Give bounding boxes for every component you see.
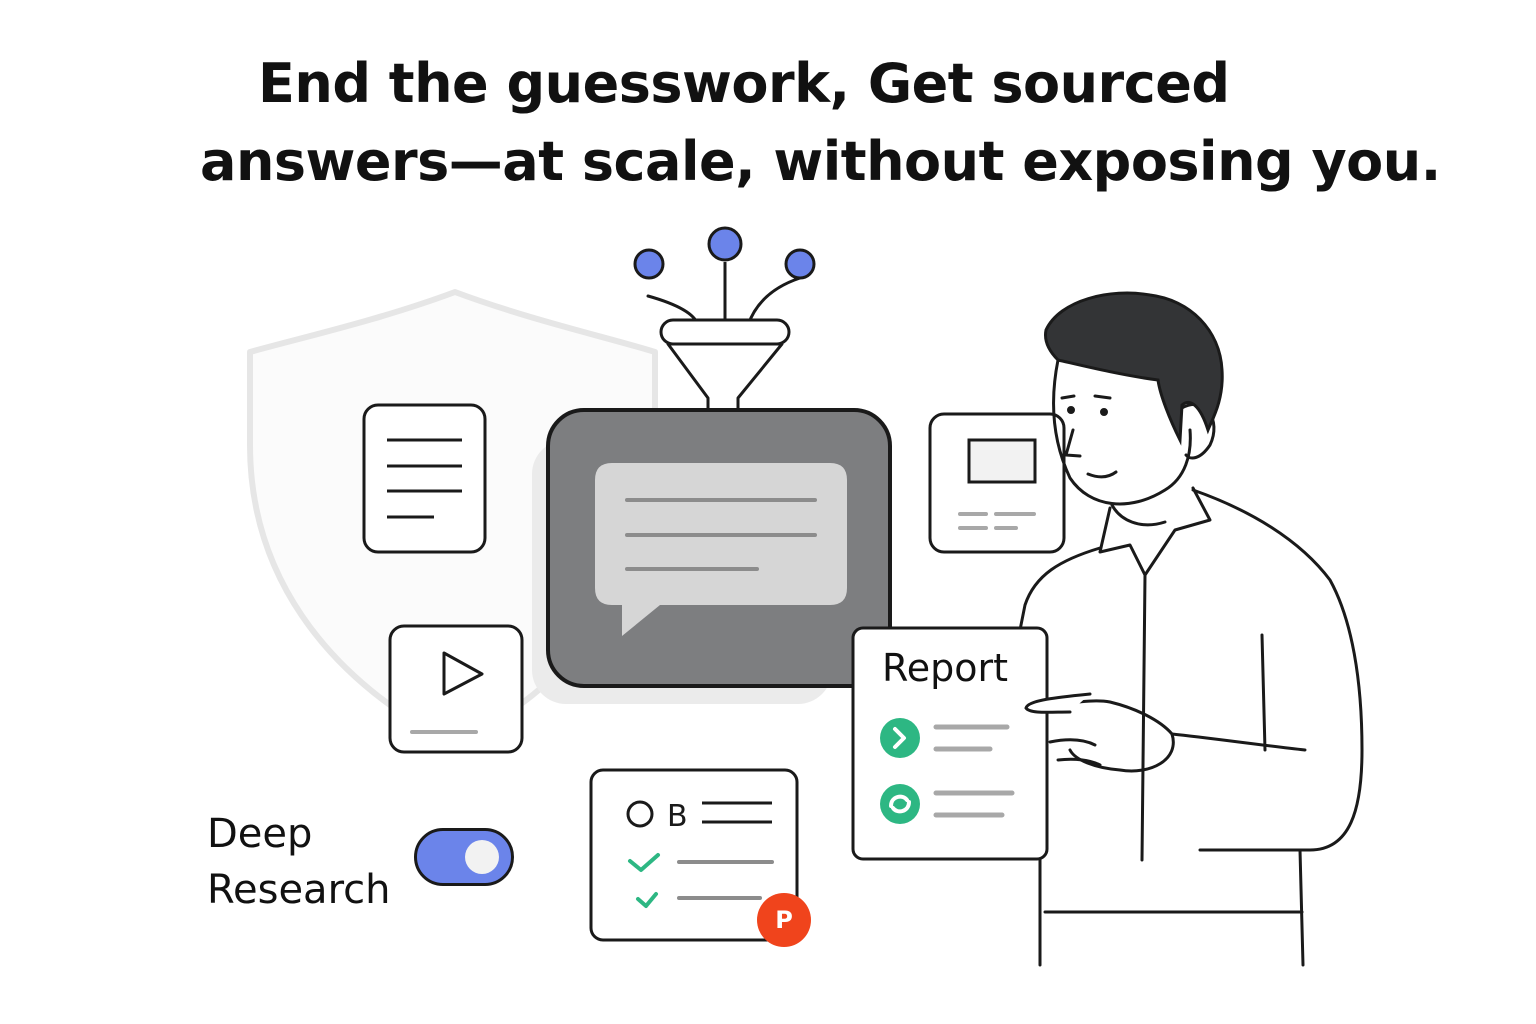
node-center <box>707 226 743 262</box>
headline-line-1: End the guesswork, Get sourced <box>258 52 1230 115</box>
report-card <box>851 626 1049 861</box>
report-title: Report <box>882 646 1008 690</box>
node-right <box>784 248 816 280</box>
video-card <box>388 624 524 754</box>
deep-research-label-line2: Research <box>207 867 391 913</box>
p-badge: P <box>757 893 811 947</box>
deep-research-label-line1: Deep <box>207 811 313 857</box>
funnel-icon <box>633 226 816 436</box>
chat-screen <box>532 408 892 704</box>
document-icon <box>362 403 487 554</box>
headline-line-2: answers—at scale, without exposing you. <box>200 130 1441 193</box>
checklist-header-glyph: B <box>667 799 688 834</box>
toggle-knob <box>465 840 499 874</box>
person-hair <box>1044 291 1224 446</box>
pointing-finger <box>1024 692 1092 714</box>
chat-bubble-icon <box>595 463 847 636</box>
check-icon <box>636 892 658 908</box>
deep-research-toggle[interactable] <box>414 828 514 886</box>
person-illustration <box>1018 358 1364 967</box>
checklist-card: B <box>589 768 799 942</box>
image-card-icon <box>928 412 1066 554</box>
play-icon <box>442 651 484 696</box>
node-left <box>633 248 665 280</box>
deep-research-label: Deep Research <box>207 806 407 918</box>
check-icon <box>628 853 660 872</box>
